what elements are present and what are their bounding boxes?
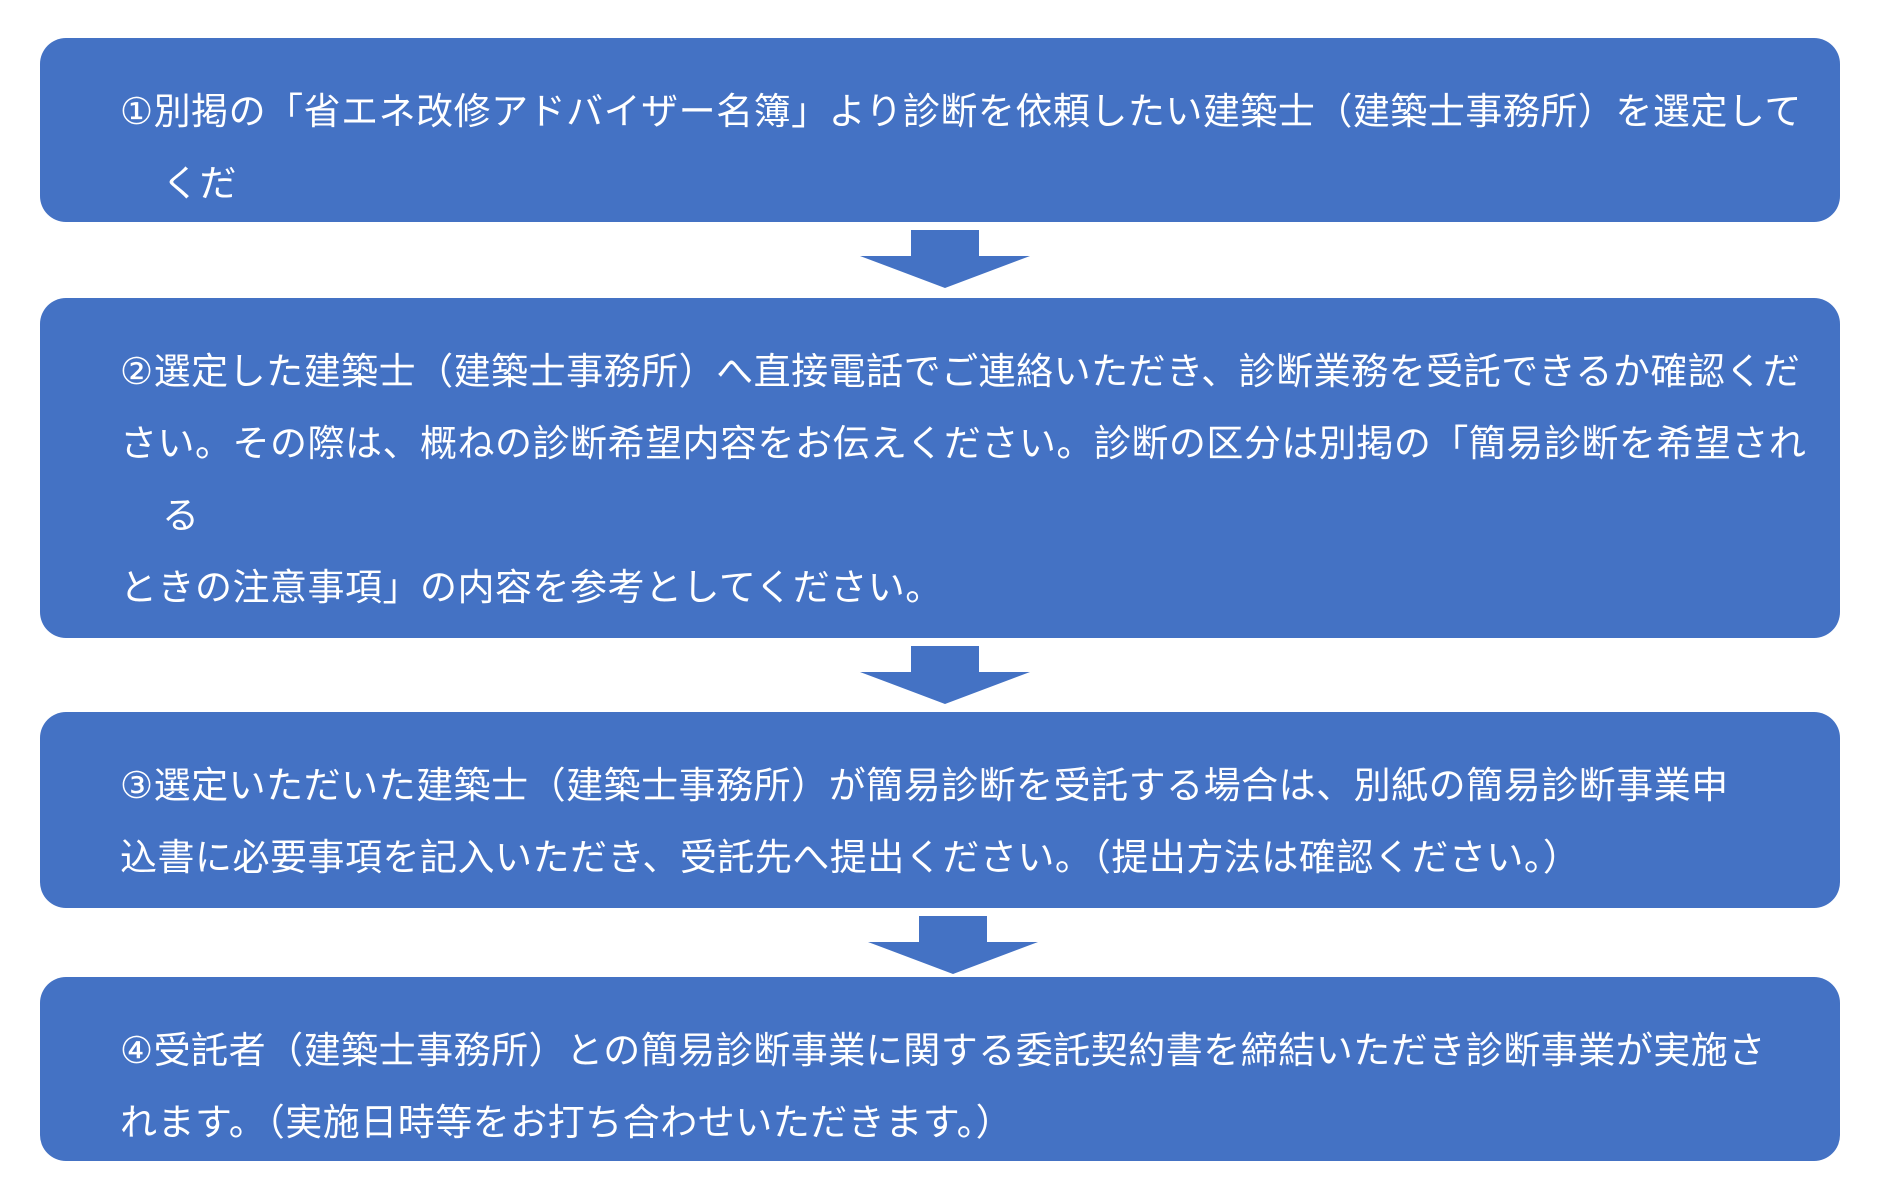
step-3-line-1: ③選定いただいた建築士（建築士事務所）が簡易診断を受託する場合は、別紙の簡易診断… <box>120 764 1729 807</box>
down-arrow-icon <box>860 230 1030 288</box>
step-2-text: ②選定した建築士（建築士事務所）へ直接電話でご連絡いただき、診断業務を受託できる… <box>120 336 1810 696</box>
step-3-box: ③選定いただいた建築士（建築士事務所）が簡易診断を受託する場合は、別紙の簡易診断… <box>40 712 1840 908</box>
step-4-line-1: ④受託者（建築士事務所）との簡易診断事業に関する委託契約書を締結いただき診断事業… <box>120 1029 1766 1072</box>
down-arrow-icon <box>868 916 1038 974</box>
step-1-text: ①別掲の「省エネ改修アドバイザー名簿」より診断を依頼したい建築士（建築士事務所）… <box>120 76 1810 292</box>
step-2-line-1: ②選定した建築士（建築士事務所）へ直接電話でご連絡いただき、診断業務を受託できる… <box>120 350 1801 393</box>
step-4-box: ④受託者（建築士事務所）との簡易診断事業に関する委託契約書を締結いただき診断事業… <box>40 977 1840 1161</box>
step-2-line-2: さい。その際は、概ねの診断希望内容をお伝えください。診断の区分は別掲の「簡易診断… <box>120 422 1807 537</box>
step-4-line-2: れます。（実施日時等をお打ち合わせいただきます。） <box>120 1101 1014 1144</box>
step-3-line-2: 込書に必要事項を記入いただき、受託先へ提出ください。（提出方法は確認ください。） <box>120 836 1581 879</box>
step-2-line-3: ときの注意事項」の内容を参考としてください。 <box>120 566 943 609</box>
step-4-text: ④受託者（建築士事務所）との簡易診断事業に関する委託契約書を締結いただき診断事業… <box>120 1015 1810 1159</box>
step-3-text: ③選定いただいた建築士（建築士事務所）が簡易診断を受託する場合は、別紙の簡易診断… <box>120 750 1810 894</box>
step-1-line-2: さい。 <box>120 234 233 277</box>
step-1-box: ①別掲の「省エネ改修アドバイザー名簿」より診断を依頼したい建築士（建築士事務所）… <box>40 38 1840 277</box>
step-1-line-1: ①別掲の「省エネ改修アドバイザー名簿」より診断を依頼したい建築士（建築士事務所）… <box>120 90 1802 205</box>
step-2-line-4: 業務等の都合で診断をお受けできない場合もありますのでご了承ください。 <box>120 638 1395 681</box>
down-arrow-icon <box>860 646 1030 704</box>
step-2-box: ②選定した建築士（建築士事務所）へ直接電話でご連絡いただき、診断業務を受託できる… <box>40 298 1840 681</box>
